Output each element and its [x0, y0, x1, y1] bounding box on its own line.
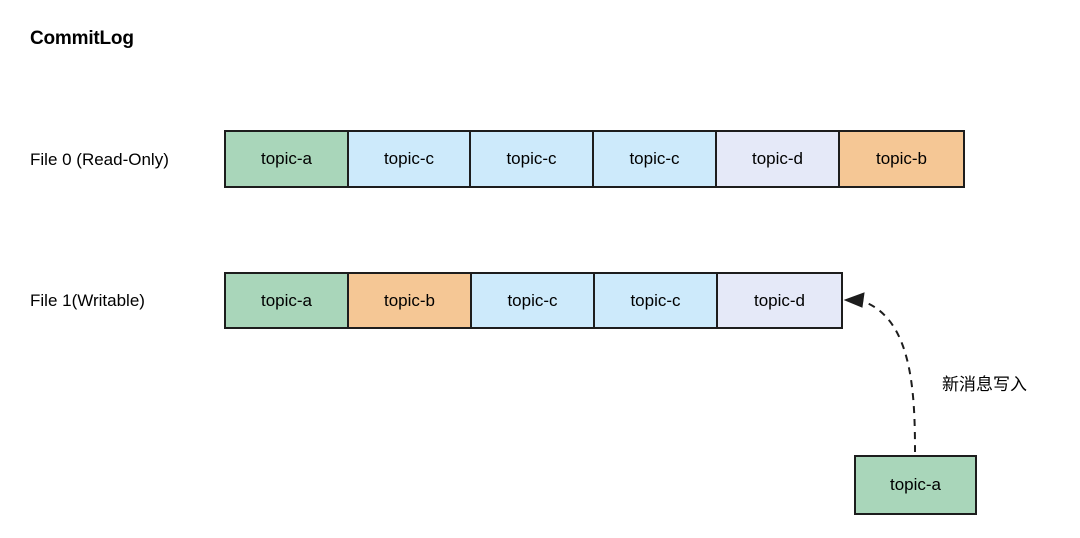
log-segment: topic-b: [840, 132, 963, 186]
log-segment-label: topic-c: [629, 149, 680, 168]
log-segment: topic-c: [595, 274, 718, 327]
write-arrow-head-icon: [843, 292, 865, 308]
page-title: CommitLog: [30, 28, 134, 49]
incoming-message-label: topic-a: [889, 475, 942, 494]
log-segment-label: topic-d: [753, 290, 806, 310]
log-segment-label: topic-c: [630, 290, 681, 310]
log-segment: topic-b: [349, 274, 472, 327]
log-segment: topic-c: [594, 132, 717, 186]
log-segment-label: topic-c: [506, 149, 557, 168]
log-segment-label: topic-a: [260, 149, 313, 168]
log-segment: topic-a: [226, 132, 349, 186]
log-segment: topic-c: [349, 132, 471, 186]
log-segment-label: topic-c: [507, 290, 558, 310]
log-segment-label: topic-a: [260, 290, 313, 310]
row-label-file-0: File 0 (Read-Only): [30, 150, 169, 169]
log-segment-label: topic-b: [383, 290, 436, 310]
write-annotation-label: 新消息写入: [942, 375, 1027, 394]
log-segment: topic-c: [472, 274, 595, 327]
log-segment-label: topic-c: [383, 149, 435, 168]
row-label-file-1: File 1(Writable): [30, 291, 145, 310]
log-segment: topic-c: [471, 132, 594, 186]
log-segment-label: topic-d: [751, 149, 804, 168]
commitlog-file-0-row: topic-a topic-c topic-c topic-c topic-d topic…: [224, 130, 965, 188]
log-segment: topic-d: [717, 132, 840, 186]
log-segment: topic-d: [718, 274, 841, 327]
log-segment-label: topic-b: [875, 149, 928, 168]
log-segment: topic-a: [226, 274, 349, 327]
incoming-message-box: topic-a: [854, 455, 977, 515]
commitlog-file-1-row: topic-a topic-b topic-c topic-c topic-d: [224, 272, 843, 329]
write-arrow-path: [861, 300, 916, 453]
